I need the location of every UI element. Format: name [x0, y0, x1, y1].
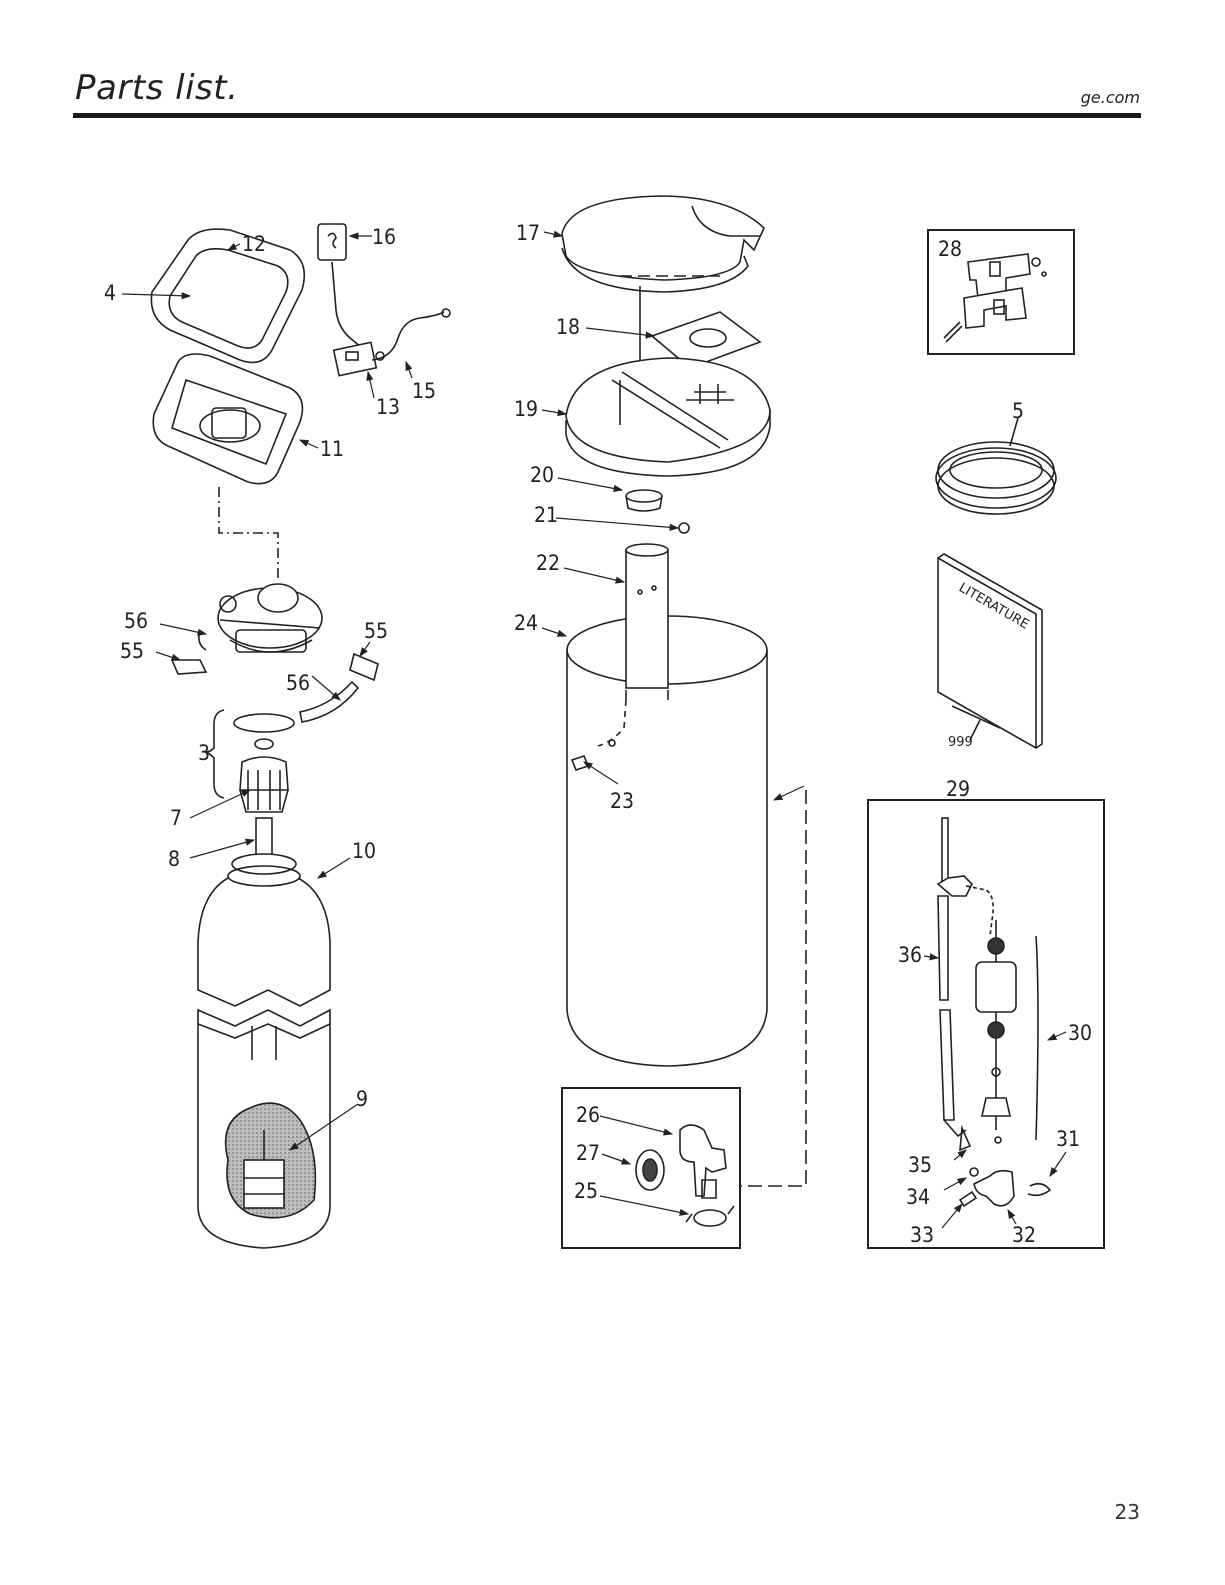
label-20: 20: [530, 463, 554, 487]
label-10: 10: [352, 839, 376, 863]
label-28: 28: [938, 237, 962, 261]
circuit-board: [334, 342, 377, 375]
label-34: 34: [906, 1185, 930, 1209]
motor-cable: [372, 309, 450, 360]
label-55-right: 55: [364, 619, 388, 643]
label-56-right: 56: [286, 671, 310, 695]
label-30: 30: [1068, 1021, 1092, 1045]
brine-tank: [567, 544, 767, 1066]
literature-booklet: [938, 554, 1042, 748]
label-26: 26: [576, 1103, 600, 1127]
control-valve: [199, 584, 322, 652]
label-32: 32: [1012, 1223, 1036, 1247]
brine-tank-lid: [562, 196, 764, 292]
label-56-left: 56: [124, 609, 148, 633]
label-5: 5: [1012, 399, 1024, 423]
label-17: 17: [516, 221, 540, 245]
label-29: 29: [946, 777, 970, 801]
brine-well-cap: [626, 490, 662, 511]
label-12: 12: [242, 232, 266, 256]
label-35: 35: [908, 1153, 932, 1177]
label-36: 36: [898, 943, 922, 967]
label-15: 15: [412, 379, 436, 403]
label-19: 19: [514, 397, 538, 421]
label-999: 999: [948, 735, 973, 750]
overflow-gasket: [636, 1150, 664, 1190]
clip-left: [172, 660, 206, 674]
drain-hose-coil: [936, 418, 1056, 514]
label-27: 27: [576, 1141, 600, 1165]
brine-valve-assembly: [938, 818, 1050, 1206]
brine-well-nut: [679, 523, 689, 533]
overflow-elbow: [680, 1125, 726, 1198]
label-31: 31: [1056, 1127, 1080, 1151]
hose-clamp: [686, 1206, 734, 1226]
label-22: 22: [536, 551, 560, 575]
label-9: 9: [356, 1087, 368, 1111]
page-number: 23: [1115, 1500, 1140, 1524]
label-25: 25: [574, 1179, 598, 1203]
valve-cover-base: [153, 354, 302, 484]
label-18: 18: [556, 315, 580, 339]
resin-tank: [198, 818, 330, 1248]
label-21: 21: [534, 503, 558, 527]
label-16: 16: [372, 225, 396, 249]
label-24: 24: [514, 611, 538, 635]
overflow-grommet: [572, 740, 615, 770]
label-8: 8: [168, 847, 180, 871]
o-ring-small: [255, 739, 273, 749]
salt-shelf: [566, 358, 770, 476]
label-7: 7: [170, 806, 182, 830]
label-33: 33: [910, 1223, 934, 1247]
transformer: [318, 224, 366, 352]
label-13: 13: [376, 395, 400, 419]
label-23: 23: [610, 789, 634, 813]
label-11: 11: [320, 437, 344, 461]
label-3: 3: [198, 741, 210, 765]
mounting-brackets: [944, 254, 1046, 342]
clip-right: [350, 654, 378, 680]
distributor-adapter: [240, 757, 288, 812]
label-4: 4: [104, 281, 116, 305]
o-ring-large: [234, 714, 294, 732]
label-55-left: 55: [120, 639, 144, 663]
